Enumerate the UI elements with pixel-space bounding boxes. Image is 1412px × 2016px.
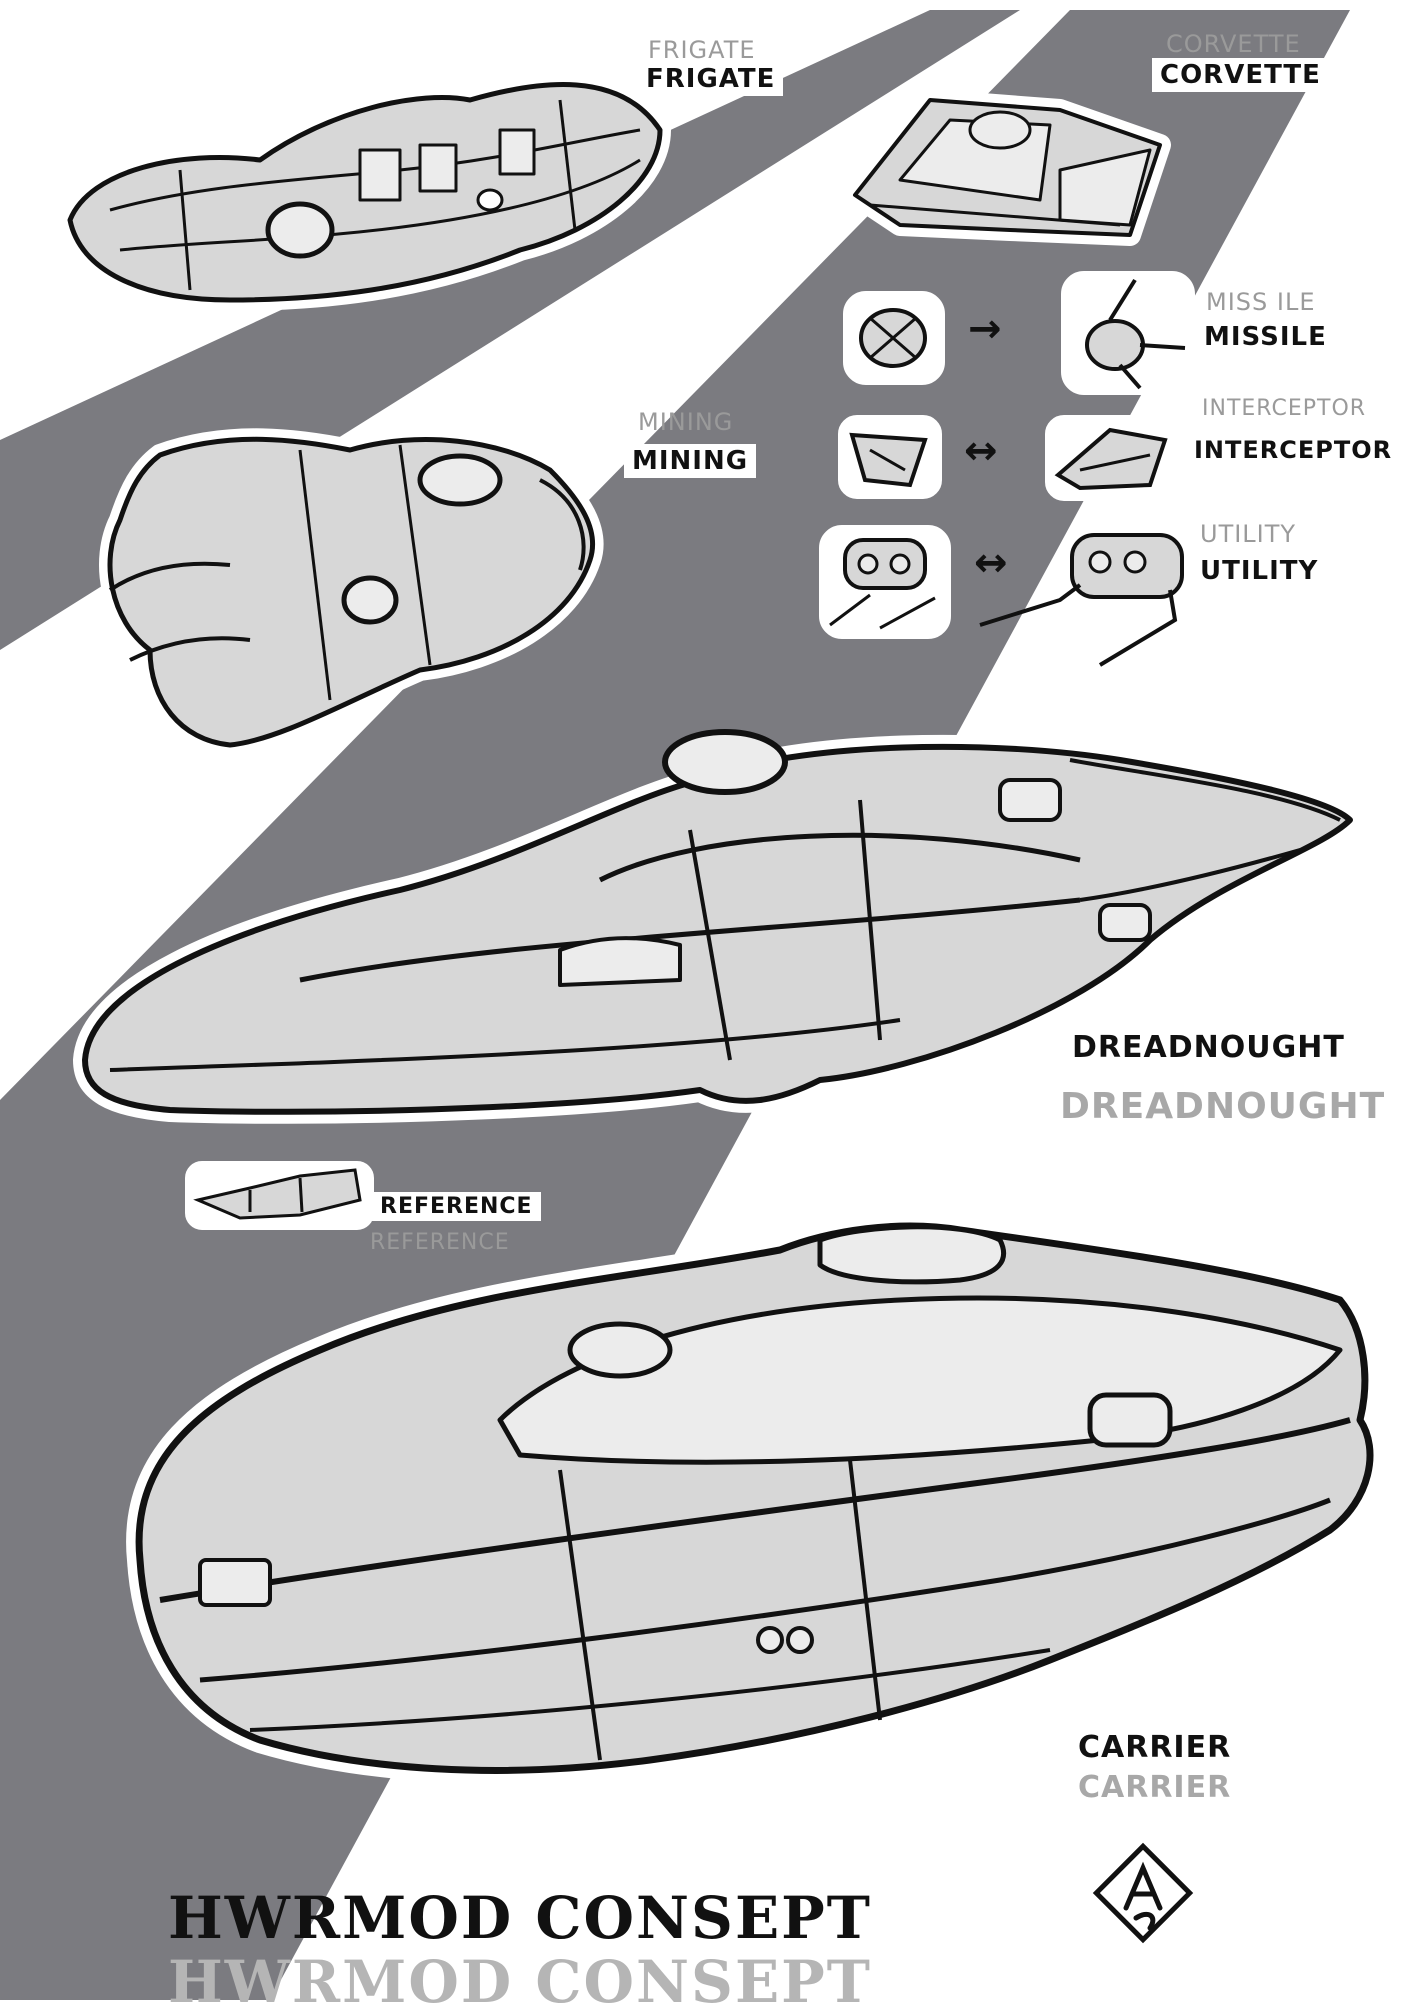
page-title-ghost: HWRMOD CONSEPT — [168, 1948, 872, 2016]
frigate-ghost-label: FRIGATE — [648, 36, 756, 64]
corvette-label: CORVETTE — [1152, 58, 1329, 92]
missile-ghost-label: MISS ILE — [1206, 288, 1316, 316]
missile-small-craft — [843, 291, 945, 385]
mining-ghost-label: MINING — [638, 408, 734, 436]
interceptor-arrow: ↔ — [964, 428, 999, 474]
mining-ship — [99, 428, 604, 756]
signature-frame — [1092, 1842, 1194, 1944]
reference-thumbnail — [185, 1161, 374, 1230]
dreadnought-ghost-label: DREADNOUGHT — [1060, 1086, 1386, 1127]
frigate-label: FRIGATE — [638, 62, 784, 96]
utility-arrow: ↔ — [974, 540, 1009, 586]
missile-deployed-craft — [1061, 271, 1195, 395]
interceptor-small-craft — [838, 415, 942, 499]
page-title: HWRMOD CONSEPT — [168, 1884, 872, 1952]
corvette-ship — [844, 89, 1171, 246]
utility-ghost-label: UTILITY — [1200, 520, 1297, 548]
utility-deployed-craft — [979, 533, 1184, 667]
missile-arrow: → — [968, 306, 1003, 352]
dreadnought-label: DREADNOUGHT — [1072, 1030, 1345, 1065]
dreadnought-ship — [73, 729, 1362, 1124]
missile-label: MISSILE — [1204, 322, 1327, 352]
reference-label: REFERENCE — [372, 1192, 541, 1221]
interceptor-label: INTERCEPTOR — [1194, 436, 1393, 464]
utility-small-craft — [819, 525, 951, 639]
carrier-ghost-label: CARRIER — [1078, 1770, 1232, 1805]
mining-label: MINING — [624, 444, 757, 478]
carrier-ship — [126, 1213, 1383, 1784]
signature-monogram — [1092, 1842, 1194, 1944]
interceptor-deployed-craft — [1045, 415, 1179, 501]
signature-stroke — [1123, 1861, 1163, 1931]
frigate-ship — [59, 73, 671, 311]
corvette-ghost-label: CORVETTE — [1166, 30, 1301, 58]
carrier-label: CARRIER — [1078, 1730, 1232, 1765]
reference-ghost-label: REFERENCE — [370, 1230, 510, 1255]
utility-label: UTILITY — [1200, 556, 1319, 586]
interceptor-ghost-label: INTERCEPTOR — [1202, 396, 1367, 421]
